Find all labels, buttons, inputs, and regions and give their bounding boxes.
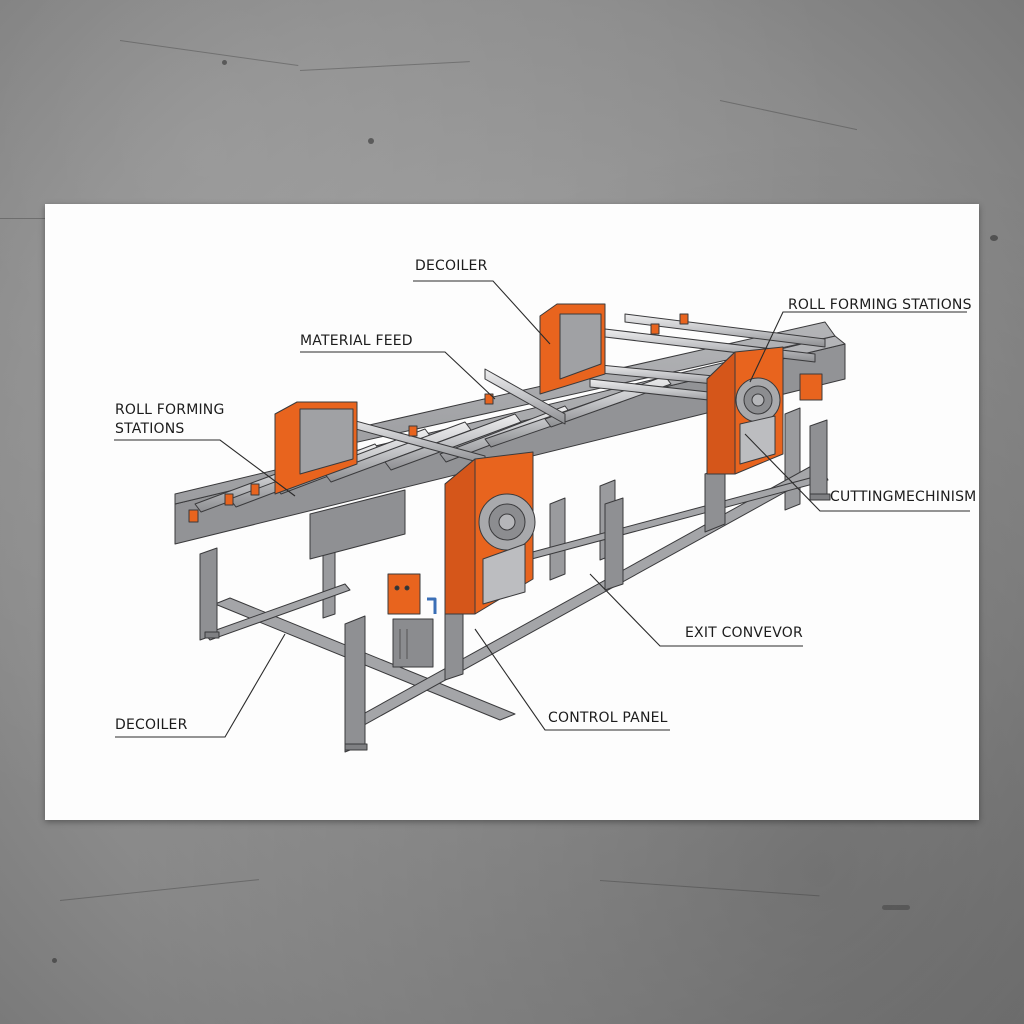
housing-left-back	[274, 401, 358, 495]
wall-pit	[222, 60, 227, 65]
roll-forming-machine-illustration	[114, 280, 970, 753]
diagram-poster: DECOILER ROLL FORMING STATIONS MATERIAL …	[45, 204, 979, 820]
control-box-front	[387, 573, 421, 615]
label-decoiler-top: DECOILER	[415, 258, 488, 274]
label-control-panel: CONTROL PANEL	[548, 710, 668, 726]
label-exit-conveyor: EXIT CONVEVOR	[685, 625, 803, 641]
leader-control-panel	[474, 628, 670, 731]
leader-decoiler-bottom	[115, 633, 286, 738]
leader-roll-forming-right	[749, 311, 967, 383]
label-line-1: ROLL FORMING	[115, 402, 225, 418]
wall-pit	[882, 905, 910, 910]
wall-pit	[990, 235, 998, 241]
electrical-cabinet	[392, 597, 437, 668]
control-box-rear	[799, 373, 823, 401]
label-cutting-mechanism: CUTTINGMECHINISM	[830, 489, 977, 505]
label-material-feed: MATERIAL FEED	[300, 333, 413, 349]
label-line-2: STATIONS	[115, 421, 185, 437]
wall-crack	[119, 40, 299, 67]
wall-crack	[719, 100, 858, 131]
leader-lines	[114, 280, 970, 738]
label-roll-forming-stations-right: ROLL FORMING STATIONS	[788, 297, 972, 313]
wall-crack	[299, 61, 470, 71]
housing-front-right	[706, 346, 784, 475]
leader-roll-forming-left	[114, 439, 296, 497]
leader-material-feed	[300, 351, 496, 400]
forming-rollers	[194, 313, 826, 513]
leader-decoiler-top	[413, 280, 551, 345]
label-decoiler-bottom: DECOILER	[115, 717, 188, 733]
wall-crack	[0, 218, 46, 219]
label-roll-forming-stations-left: ROLL FORMING STATIONS	[115, 401, 225, 439]
wall-pit	[52, 958, 57, 963]
wall-pit	[368, 138, 374, 144]
housing-front-center	[444, 451, 536, 615]
frame-feet	[204, 493, 831, 751]
leader-cutting	[744, 433, 970, 512]
wall-crack	[59, 879, 259, 901]
housing-center-back	[539, 303, 606, 395]
leader-exit-conveyor	[589, 573, 803, 647]
wall-crack	[599, 880, 820, 897]
